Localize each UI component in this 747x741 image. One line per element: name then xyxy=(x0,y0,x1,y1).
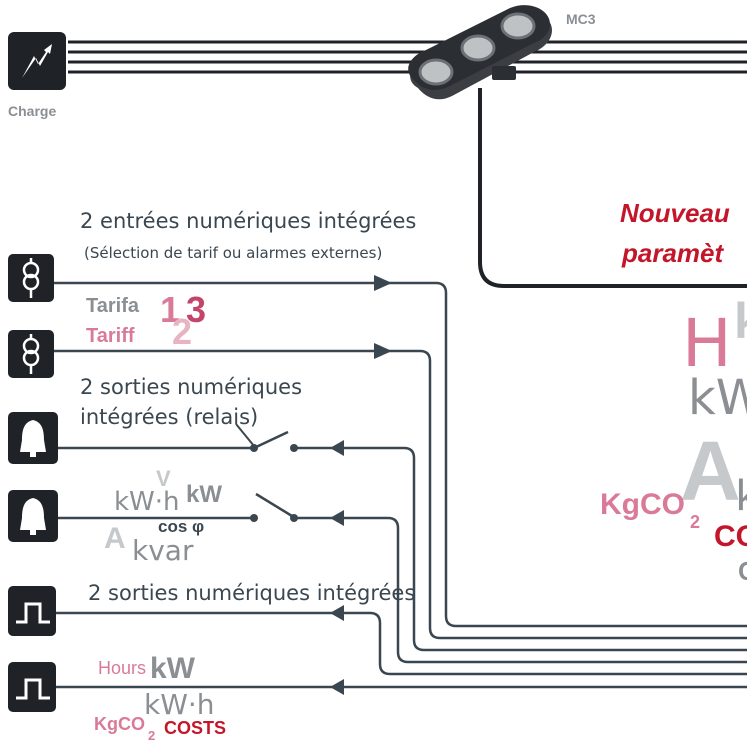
new-params-line1: Nouveau xyxy=(620,198,730,228)
relay-kw: kW xyxy=(186,481,222,508)
inputs-subtitle: (Sélection de tarif ou alarmes externes) xyxy=(84,244,382,262)
right-a: A xyxy=(680,424,741,518)
relays-section: 2 sorties numériques intégrées (relais) … xyxy=(8,375,747,664)
charge-label: Charge xyxy=(8,103,56,119)
tariff-n3: 3 xyxy=(186,289,206,330)
pulse-kw: kW xyxy=(150,652,196,685)
mc3-label: MC3 xyxy=(566,11,596,27)
relay-kwh: kW·h xyxy=(114,487,180,517)
pulse-icon-2 xyxy=(8,662,56,712)
relays-title-1: 2 sorties numériques xyxy=(80,375,302,399)
mc3-sensor: MC3 xyxy=(408,5,596,100)
tariff-n2: 2 xyxy=(172,311,192,352)
relay-kvar: kvar xyxy=(132,534,194,567)
relay-cosphi: cos φ xyxy=(158,517,204,536)
pulse-icon xyxy=(8,586,56,636)
pulse-sub2: 2 xyxy=(148,728,155,741)
inputs-section: 2 entrées numériques intégrées (Sélectio… xyxy=(8,209,747,640)
right-kw: kW xyxy=(688,370,747,426)
pulse-kgco: KgCO xyxy=(94,714,145,734)
right-k-grey: k xyxy=(736,471,747,520)
right-co: CO xyxy=(714,520,747,553)
new-params-line2: paramèt xyxy=(621,238,724,268)
big-h: H xyxy=(682,305,732,382)
tariff-n1: 1 xyxy=(160,289,180,330)
right-kgco: KgCO xyxy=(600,488,685,521)
tarifa-label: Tarifa xyxy=(86,295,140,317)
relay-v: V xyxy=(156,466,171,491)
relay-a: A xyxy=(104,522,126,555)
relays-title-2: intégrées (relais) xyxy=(80,405,258,429)
pulse-costs: COSTS xyxy=(164,718,226,738)
tariff-label: Tariff xyxy=(86,325,135,347)
pulses-section: 2 sorties numériques intégrées Hours kW … xyxy=(8,581,747,741)
power-lines xyxy=(68,40,747,74)
pulses-title: 2 sorties numériques intégrées xyxy=(88,581,415,605)
right-c: C xyxy=(738,556,747,586)
pulse-hours: Hours xyxy=(98,658,146,678)
pulse-kwh: kW·h xyxy=(144,688,215,721)
big-k: k xyxy=(734,293,747,349)
inputs-title: 2 entrées numériques intégrées xyxy=(80,209,416,233)
meter-housing xyxy=(478,88,747,288)
charge-block: Charge xyxy=(8,32,66,119)
right-sub2: 2 xyxy=(690,512,700,532)
right-panel: Nouveau paramèt H k kW A KgCO 2 CO C k xyxy=(600,198,747,586)
